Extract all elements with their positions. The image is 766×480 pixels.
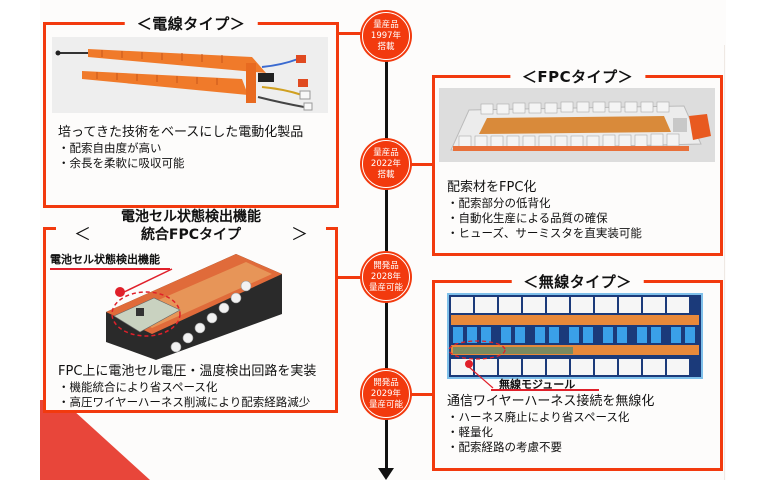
milestone-status: 量産品: [373, 20, 399, 30]
card-fpc-type: ＜FPCタイプ＞ 配索材をFPC化 ・配索部分の低背化 ・自動化: [432, 66, 723, 256]
milestone-1997: 量産品 1997年 搭載: [362, 12, 410, 60]
card-bullet: ・配索部分の低背化: [447, 196, 551, 210]
connector-wire: [338, 32, 364, 35]
panel-edge: [724, 45, 725, 480]
card-description: 配索材をFPC化 ・配索部分の低背化 ・自動化生産による品質の確保 ・ヒューズ、…: [447, 179, 642, 241]
decorative-red-wedge: [40, 400, 150, 480]
wire-harness-illustration: [52, 37, 328, 113]
title-bracket-open: ＜: [74, 225, 91, 245]
card-bullet: ・高圧ワイヤーハーネス削減により配索経路減少: [58, 395, 311, 409]
card-bullet: ・自動化生産による品質の確保: [447, 211, 608, 225]
milestone-note: 搭載: [377, 170, 395, 180]
callout-pointer: [468, 366, 494, 389]
card-wireless-type: ＜無線タイプ＞: [432, 271, 723, 471]
card-title: ＜電線タイプ＞: [124, 13, 258, 34]
fpc-module-illustration: [439, 88, 715, 162]
card-integrated-fpc-type: ＜ 電池セル状態検出機能 統合FPCタイプ ＞ 電池セル状態検出機能 FPC上に…: [43, 208, 338, 413]
card-title: ＜FPCタイプ＞: [509, 66, 646, 87]
milestone-year: 2029年: [370, 389, 402, 399]
connector-wireless: [409, 393, 435, 396]
card-description: FPC上に電池セル電圧・温度検出回路を実装 ・機能統合により省スペース化 ・高圧…: [58, 363, 316, 410]
card-bullet: ・軽量化: [447, 425, 493, 439]
milestone-2022: 量産品 2022年 搭載: [362, 140, 410, 188]
connector-fpc: [409, 163, 435, 166]
card-lead-text: 配索材をFPC化: [447, 180, 537, 195]
battery-module-with-fpc-photo: [96, 252, 296, 362]
milestone-year: 2022年: [370, 159, 402, 169]
card-bullet: ・配索経路の考慮不要: [447, 440, 562, 454]
card-bullet: ・ヒューズ、サーミスタを直実装可能: [447, 226, 642, 240]
callout-underline: [50, 268, 170, 270]
wireless-module-illustration: [447, 293, 703, 379]
callout-battery-sensing: 電池セル状態検出機能: [50, 253, 160, 266]
card-title: ＜無線タイプ＞: [511, 271, 644, 292]
card-lead-text: 通信ワイヤーハーネス接続を無線化: [447, 394, 655, 409]
milestone-note: 搭載: [377, 42, 395, 52]
card-lead-text: FPC上に電池セル電圧・温度検出回路を実装: [58, 364, 317, 379]
milestone-status: 開発品: [373, 378, 399, 388]
card-lead-text: 培ってきた技術をベースにした電動化製品: [58, 125, 304, 140]
wireless-battery-module-photo: [447, 293, 703, 379]
card-bullet: ・配索自由度が高い: [58, 141, 162, 155]
orange-wire-harness-photo: [52, 37, 328, 113]
title-bracket-close: ＞: [291, 225, 308, 245]
fpc-busbar-module-photo: [439, 88, 715, 162]
milestone-2029: 開発品 2029年 量産可能: [362, 370, 410, 418]
card-bullet: ・余長を柔軟に吸収可能: [58, 156, 185, 170]
milestone-note: 量産可能: [368, 400, 403, 410]
callout-wireless-module: 無線モジュール: [499, 378, 576, 391]
card-title-group: ＜ 電池セル状態検出機能 統合FPCタイプ ＞: [56, 208, 326, 248]
milestone-status: 開発品: [373, 261, 399, 271]
timeline-arrow-icon: [378, 468, 394, 480]
connector-integrated: [337, 276, 364, 279]
card-bullet: ・機能統合により省スペース化: [58, 380, 218, 394]
card-title-line1: 電池セル状態検出機能: [121, 209, 261, 225]
callout-underline: [491, 389, 599, 391]
card-title-line2: 統合FPCタイプ: [140, 227, 242, 243]
card-bullet: ・ハーネス廃止により省スペース化: [447, 410, 630, 424]
milestone-year: 1997年: [370, 31, 402, 41]
callout-pointer: [119, 268, 173, 295]
card-description: 培ってきた技術をベースにした電動化製品 ・配索自由度が高い ・余長を柔軟に吸収可…: [58, 124, 303, 171]
card-wire-type: ＜電線タイプ＞ 培ってきた技術をベースに: [43, 13, 339, 208]
milestone-note: 量産可能: [368, 283, 403, 293]
milestone-year: 2028年: [370, 272, 402, 282]
milestone-status: 量産品: [373, 148, 399, 158]
card-description: 通信ワイヤーハーネス接続を無線化 ・ハーネス廃止により省スペース化 ・軽量化 ・…: [447, 393, 654, 455]
battery-module-illustration: [96, 252, 296, 362]
milestone-2028: 開発品 2028年 量産可能: [362, 253, 410, 301]
